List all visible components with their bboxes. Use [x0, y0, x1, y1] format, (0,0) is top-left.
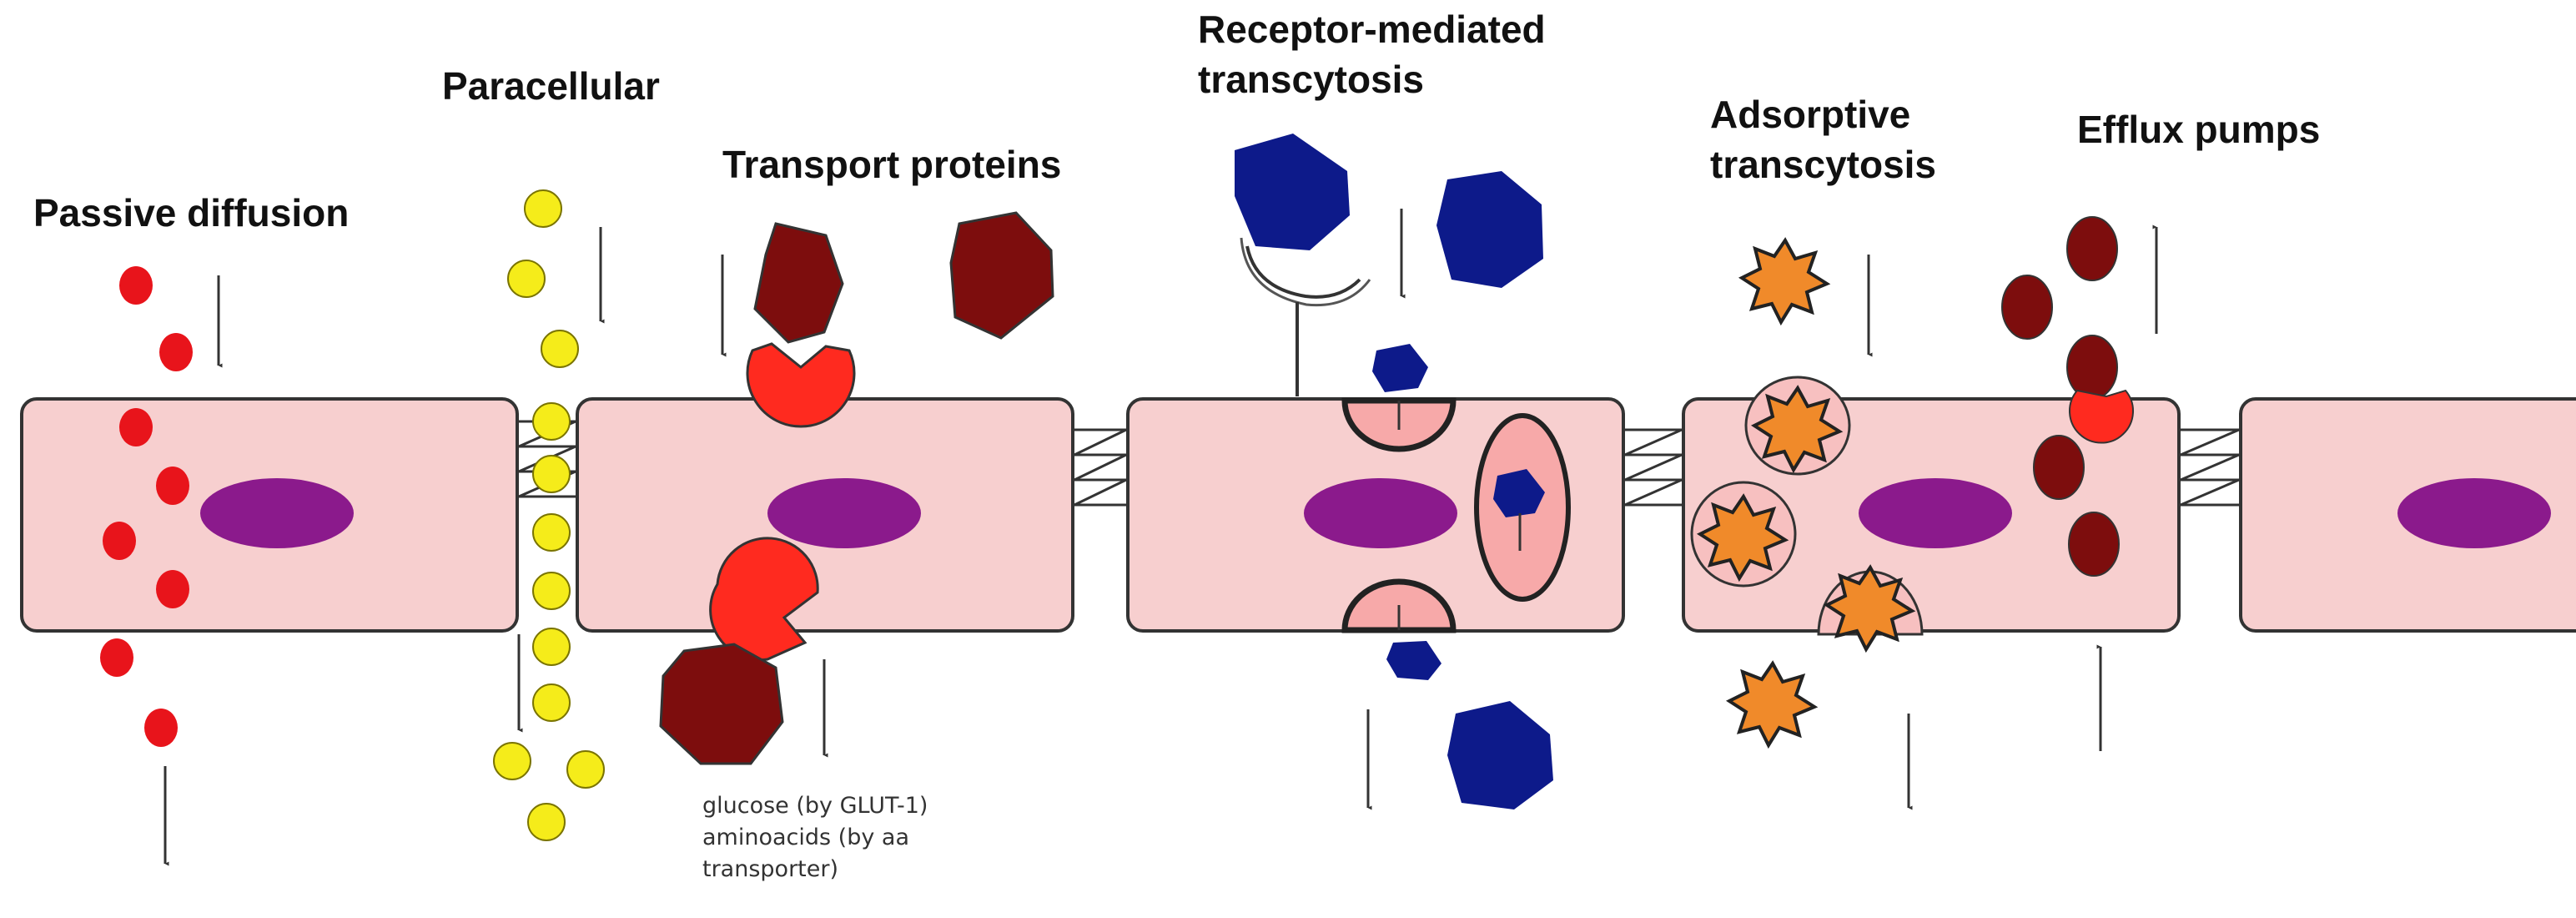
paracellular-molecule	[524, 189, 562, 228]
efflux-molecule	[2066, 335, 2118, 400]
nucleus-3	[1304, 478, 1457, 548]
label-efflux-pumps: Efflux pumps	[2077, 108, 2321, 151]
paracellular-molecule	[566, 750, 605, 789]
adsorptive-star-icon	[1738, 237, 1831, 326]
efflux-elements	[2001, 216, 2134, 577]
efflux-pump-icon	[2069, 389, 2134, 444]
passive-molecule	[144, 709, 178, 747]
paracellular-molecule	[532, 402, 571, 441]
ligand-icon	[1372, 344, 1428, 392]
passive-molecule	[119, 408, 153, 446]
tight-junction-icon	[1074, 428, 1127, 507]
adsorptive-star-icon	[1750, 385, 1844, 474]
passive-molecule	[100, 638, 133, 677]
label-adsorptive-line2: transcytosis	[1710, 143, 1937, 186]
efflux-molecule	[2001, 275, 2053, 340]
tight-junction-icon	[1624, 428, 1683, 507]
ligand-icon	[1447, 701, 1553, 810]
label-adsorptive-line1: Adsorptive	[1710, 93, 1911, 136]
receptor-icon	[1240, 237, 1371, 307]
ligand-icon	[1493, 469, 1545, 517]
note-glucose: glucose (by GLUT-1)	[702, 793, 928, 819]
efflux-molecule	[2068, 512, 2120, 577]
receptor-icon	[1245, 245, 1361, 299]
passive-molecule	[156, 467, 189, 505]
passive-molecule	[156, 570, 189, 608]
passive-molecule	[119, 266, 153, 305]
ligand-icon	[1436, 171, 1543, 288]
paracellular-molecule	[493, 742, 531, 780]
note-transporter: transporter)	[702, 856, 839, 882]
note-aminoacids: aminoacids (by aa	[702, 825, 909, 850]
nucleus-4	[1859, 478, 2012, 548]
paracellular-molecule	[532, 572, 571, 610]
passive-molecule	[103, 522, 136, 560]
label-passive-diffusion: Passive diffusion	[33, 191, 350, 235]
label-transport-proteins: Transport proteins	[722, 143, 1062, 186]
transport-protein-dark-icon	[753, 222, 844, 344]
nucleus-2	[767, 478, 921, 548]
passive-molecule	[159, 333, 193, 371]
efflux-molecule	[2066, 216, 2118, 281]
arrow-icon	[164, 209, 2158, 866]
nucleus-5	[2397, 478, 2551, 548]
paracellular-molecule	[541, 330, 579, 368]
transport-proteins	[659, 211, 1054, 765]
paracellular-molecule	[532, 455, 571, 493]
tight-junction-icon	[2180, 428, 2240, 507]
ligand-icon	[1386, 641, 1441, 680]
paracellular-molecule	[532, 628, 571, 666]
adsorptive-star-icon	[1696, 493, 1789, 583]
nucleus-1	[200, 478, 354, 548]
paracellular-molecule	[527, 803, 566, 841]
transport-protein-dark-icon	[949, 211, 1054, 340]
paracellular-molecule	[532, 683, 571, 722]
label-receptor-mediated-line1: Receptor-mediated	[1198, 8, 1546, 51]
adsorptive-star-icon	[1725, 660, 1819, 749]
adsorptive-star-icon	[1823, 564, 1916, 653]
adsorptive-elements	[1690, 237, 1924, 749]
paracellular-molecule	[507, 260, 546, 298]
receptor-mediated-elements	[1235, 134, 1571, 810]
label-receptor-mediated-line2: transcytosis	[1198, 58, 1425, 101]
paracellular-molecules	[493, 189, 605, 841]
passive-diffusion-molecules	[100, 266, 193, 747]
label-paracellular: Paracellular	[442, 64, 660, 108]
efflux-molecule	[2033, 435, 2085, 500]
transport-protein-light-icon	[709, 537, 819, 662]
transport-protein-dark-icon	[659, 643, 784, 765]
paracellular-molecule	[532, 513, 571, 552]
ligand-icon	[1235, 134, 1350, 250]
transport-protein-light-icon	[746, 342, 856, 428]
